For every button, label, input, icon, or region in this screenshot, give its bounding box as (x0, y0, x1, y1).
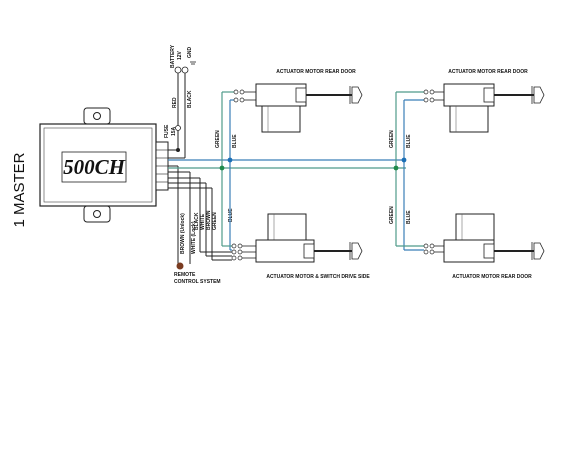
wire-green-label-right: GREEN (389, 130, 395, 148)
remote-label-2: CONTROL SYSTEM (174, 279, 221, 285)
actuator-bottom-left-label: ACTUATOR MOTOR & SWITCH DRIVE SIDE (266, 274, 370, 280)
harness-brown-label: BROWN (206, 210, 212, 230)
black-label: BLACK (187, 90, 193, 108)
wire-blue-label-left: BLUE (232, 134, 238, 148)
unit-model: 500CH (63, 155, 126, 179)
actuator-bottom-left (231, 213, 363, 263)
actuator-top-left-label: ACTUATOR MOTOR REAR DOOR (276, 69, 356, 75)
voltage-label: 12V (177, 50, 183, 60)
power-leads (168, 61, 196, 159)
side-title: 1 MASTER (11, 152, 28, 227)
actuator-top-right (423, 83, 545, 133)
white-lock-label: WHITE (Lock) (191, 221, 197, 254)
junction-node-blue-right (401, 157, 407, 163)
wire-green-label-right-lower: GREEN (389, 206, 395, 224)
brown-unlock-label: BROWN (Unlock) (180, 213, 186, 254)
wire-green-label-left: GREEN (215, 130, 221, 148)
wire-blue-label-right-lower: BLUE (406, 210, 412, 224)
wire-blue-label-right: BLUE (406, 134, 412, 148)
remote-connector-dot (176, 262, 184, 270)
junction-node-blue-left (227, 157, 233, 163)
actuator-top-right-label: ACTUATOR MOTOR REAR DOOR (448, 69, 528, 75)
control-unit: 500CH (39, 107, 169, 223)
gnd-label: GND (187, 47, 193, 59)
junction-node-green-left (219, 165, 225, 171)
actuator-bottom-right (423, 213, 545, 263)
harness-green-label: GREEN (212, 212, 218, 230)
control-harness (168, 165, 232, 264)
battery-label: BATTERY (170, 44, 176, 68)
actuator-top-left (233, 83, 363, 133)
actuator-bottom-right-label: ACTUATOR MOTOR REAR DOOR (452, 274, 532, 280)
harness-white-label: WHITE (200, 213, 206, 230)
harness-blue-label: BLUE (228, 208, 234, 222)
junction-node-green-right (393, 165, 399, 171)
fuse-label: FUSE (164, 124, 170, 138)
red-label: RED (172, 97, 178, 108)
fuse-rating-label: 15A (171, 126, 177, 136)
remote-label-1: REMOTE (174, 272, 196, 278)
harness-black-label: BLACK (194, 212, 200, 230)
